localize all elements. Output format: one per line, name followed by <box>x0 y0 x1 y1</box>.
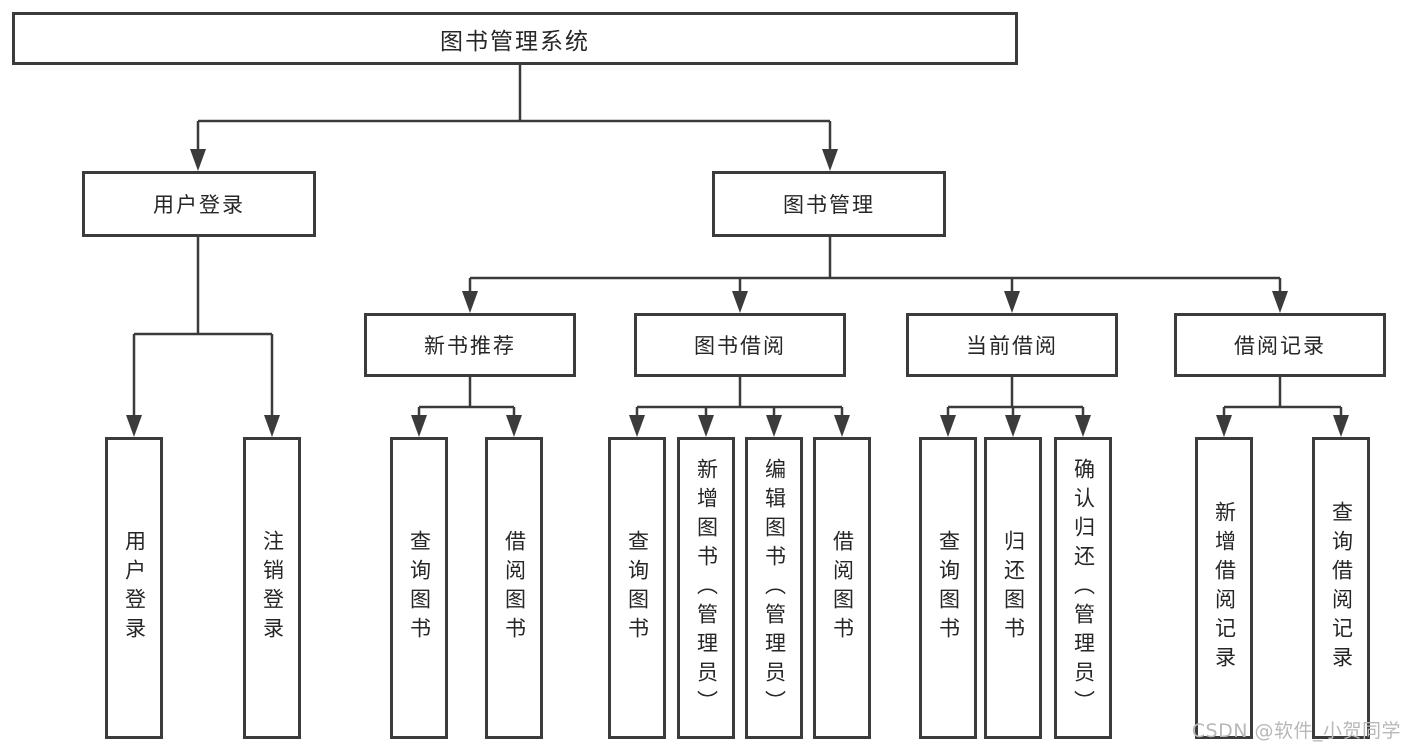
node-new-book-recommend-label: 新书推荐 <box>424 334 516 358</box>
connector-book-management-to-level3 <box>468 237 1282 293</box>
leaf-add-book-admin-label: 新增图书（管理员） <box>694 457 719 719</box>
leaf-borrow-books: 借阅图书 <box>813 437 871 739</box>
leaf-edit-book-admin: 编辑图书（管理员） <box>745 437 803 739</box>
leaf-logout: 注销登录 <box>243 437 301 739</box>
leaf-query-borrow-record-label: 查询借阅记录 <box>1329 501 1354 675</box>
leaf-add-borrow-record: 新增借阅记录 <box>1195 437 1253 739</box>
arrowheads-borrow-records-leaves <box>1216 415 1349 437</box>
arrowheads-current-borrow-leaves <box>940 415 1091 437</box>
node-user-login-label: 用户登录 <box>153 193 245 217</box>
leaf-confirm-return-admin: 确认归还（管理员） <box>1054 437 1112 739</box>
node-book-borrow: 图书借阅 <box>634 313 846 377</box>
leaf-query-books-recommend: 查询图书 <box>390 437 448 739</box>
connector-new-book-to-leaves <box>417 377 516 417</box>
leaf-confirm-return-admin-label: 确认归还（管理员） <box>1071 457 1096 719</box>
leaf-query-books-recommend-label: 查询图书 <box>407 530 432 646</box>
node-current-borrow: 当前借阅 <box>906 313 1118 377</box>
leaf-edit-book-admin-label: 编辑图书（管理员） <box>762 457 787 719</box>
arrowheads-book-borrow-leaves <box>629 415 850 437</box>
leaf-query-books-borrow-label: 查询图书 <box>625 530 650 646</box>
leaf-borrow-books-recommend: 借阅图书 <box>485 437 543 739</box>
connector-borrow-records-to-leaves <box>1222 377 1343 417</box>
leaf-query-borrow-record: 查询借阅记录 <box>1312 437 1370 739</box>
arrowheads-new-book-leaves <box>411 415 522 437</box>
connector-current-borrow-to-leaves <box>946 377 1085 417</box>
connector-user-login-to-leaves <box>132 237 274 417</box>
leaf-return-book-label: 归还图书 <box>1001 530 1026 646</box>
node-user-login: 用户登录 <box>82 171 316 237</box>
arrowheads-level3 <box>462 291 1288 313</box>
node-new-book-recommend: 新书推荐 <box>364 313 576 377</box>
leaf-logout-label: 注销登录 <box>260 530 285 646</box>
leaf-query-books-borrow: 查询图书 <box>608 437 666 739</box>
leaf-add-borrow-record-label: 新增借阅记录 <box>1212 501 1237 675</box>
leaf-query-books-current: 查询图书 <box>919 437 977 739</box>
watermark: CSDN @软件_小贺同学 <box>1191 720 1401 742</box>
connector-root-to-level2 <box>196 65 832 151</box>
leaf-query-books-current-label: 查询图书 <box>936 530 961 646</box>
node-borrow-records-label: 借阅记录 <box>1234 334 1326 358</box>
node-root: 图书管理系统 <box>12 12 1018 65</box>
arrowheads-user-login-leaves <box>126 415 280 437</box>
leaf-return-book: 归还图书 <box>984 437 1042 739</box>
leaf-user-login-label: 用户登录 <box>122 530 147 646</box>
node-current-borrow-label: 当前借阅 <box>966 334 1058 358</box>
node-root-label: 图书管理系统 <box>440 28 590 55</box>
leaf-user-login: 用户登录 <box>105 437 163 739</box>
leaf-add-book-admin: 新增图书（管理员） <box>677 437 735 739</box>
node-borrow-records: 借阅记录 <box>1174 313 1386 377</box>
connector-book-borrow-to-leaves <box>635 377 844 417</box>
leaf-borrow-books-recommend-label: 借阅图书 <box>502 530 527 646</box>
arrowheads-level2 <box>190 149 838 171</box>
node-book-borrow-label: 图书借阅 <box>694 334 786 358</box>
node-book-management: 图书管理 <box>712 171 946 237</box>
leaf-borrow-books-label: 借阅图书 <box>830 530 855 646</box>
node-book-management-label: 图书管理 <box>783 193 875 217</box>
